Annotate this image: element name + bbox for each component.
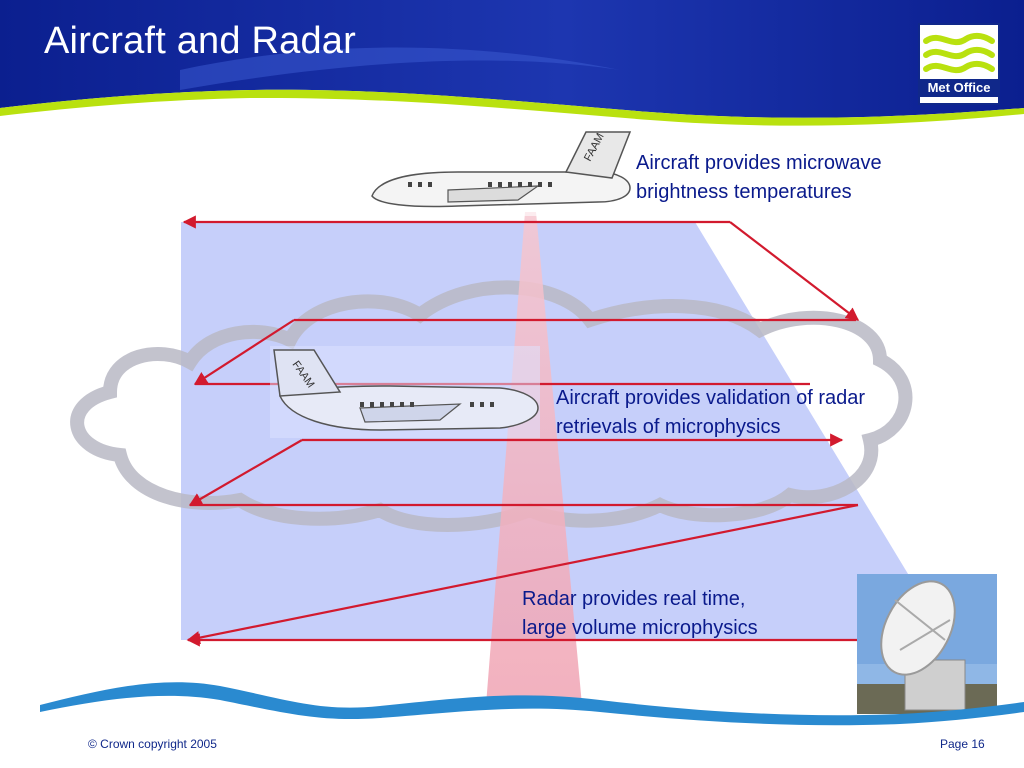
footer-page-number: Page 16: [940, 737, 985, 751]
slide-title: Aircraft and Radar: [44, 20, 356, 62]
track-turn-1: [729, 221, 860, 321]
footer-copyright: © Crown copyright 2005: [88, 737, 217, 751]
header-band: [0, 0, 1024, 126]
header-swoosh-light: [180, 47, 620, 90]
header-accent-green: [0, 89, 1024, 126]
label-radar: Radar provides real time, large volume m…: [522, 588, 758, 639]
aircraft-low: FAAM: [270, 346, 540, 438]
aircraft-nadir-beam: [486, 212, 582, 705]
aircraft-high-wing: [447, 185, 541, 203]
label-microwave: Aircraft provides microwave brightness t…: [636, 152, 882, 203]
radar-dish-photo: [857, 574, 997, 714]
aircraft-high: FAAM: [368, 128, 636, 216]
met-office-logo: Met Office: [918, 23, 1000, 105]
track-turn-3: [188, 439, 303, 506]
logo-text: Met Office: [920, 79, 998, 97]
footer-wave: [40, 682, 1024, 726]
aircraft-low-tail: [273, 349, 342, 397]
wave-logo-icon: [923, 32, 995, 74]
track-turn-4: [186, 503, 859, 645]
label-validation: Aircraft provides validation of radar re…: [556, 387, 866, 438]
track-turn-2: [193, 319, 295, 385]
cloud: [70, 280, 913, 532]
aircraft-high-tail: [564, 131, 632, 179]
aircraft-low-wing: [359, 403, 462, 423]
